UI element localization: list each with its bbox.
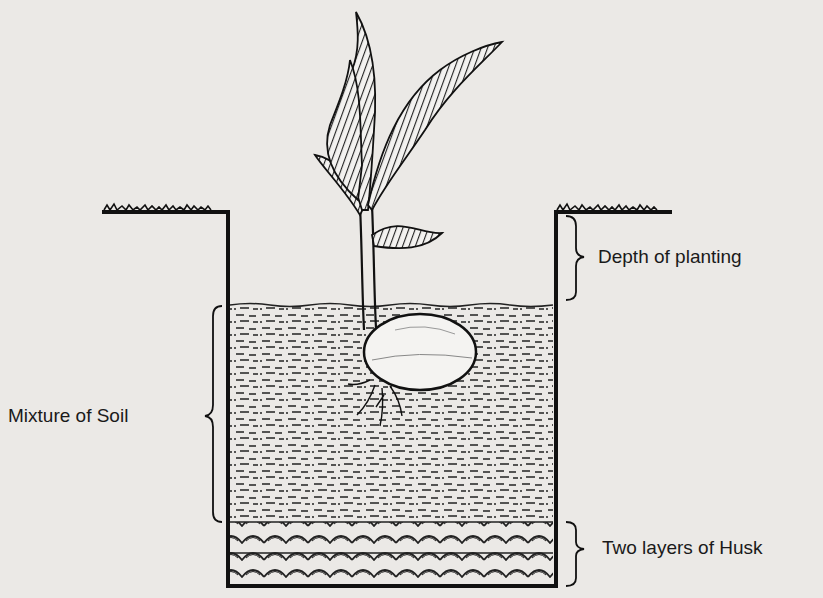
part-label: Mixture of Soil: [8, 405, 128, 428]
part-label: Two layers of Husk: [602, 537, 763, 560]
dimension-bracket: [205, 216, 584, 586]
part-label: Depth of planting: [598, 246, 742, 269]
soil-surface: [230, 304, 553, 307]
husk-layer-line: [230, 522, 553, 553]
coconut-nut: [364, 314, 476, 390]
soil-mixture: [230, 305, 553, 520]
seedling-leaves: [315, 12, 502, 248]
ground-surface: [102, 204, 672, 212]
pit-walls: [228, 210, 556, 586]
husk-layers: [230, 522, 553, 584]
seedling-stem: [360, 205, 376, 330]
